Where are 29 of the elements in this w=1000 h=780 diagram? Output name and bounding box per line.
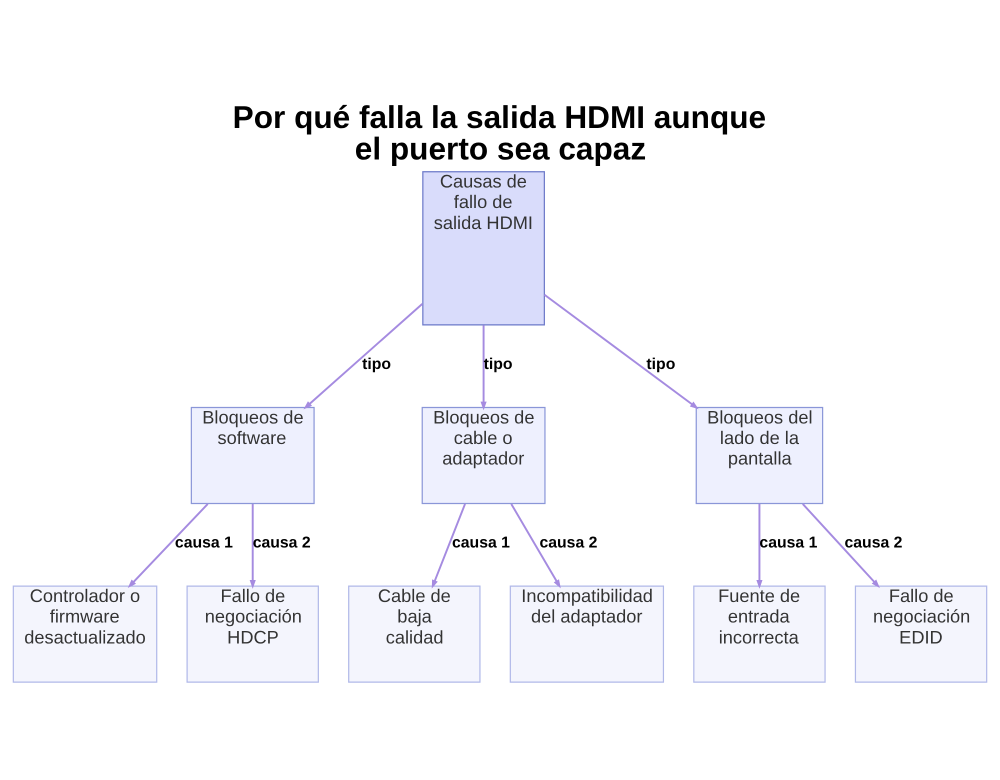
arrow	[802, 502, 880, 588]
node-box: Fuente de entrada incorrecta	[693, 585, 826, 682]
arrow	[250, 503, 256, 588]
node-box: Bloqueos del lado de la pantalla	[696, 406, 824, 504]
edge-label: causa 1	[759, 534, 818, 552]
node-box: Bloqueos de cable o adaptador	[422, 406, 546, 504]
arrow	[432, 503, 466, 588]
node-box: Causas de fallo de salida HDMI	[422, 170, 545, 325]
edge-label: causa 1	[174, 534, 233, 552]
edge-label: tipo	[484, 356, 513, 373]
edge-label: tipo	[646, 356, 676, 373]
arrow	[756, 503, 763, 588]
edge-label: causa 2	[252, 534, 311, 552]
node-box: Incompatibilidad del adaptador	[510, 585, 664, 682]
node-box: Fallo de negociación EDID	[854, 585, 988, 682]
arrow	[510, 502, 561, 588]
diagram-title: Por qué falla la salida HDMI aunque el puerto sea capaz	[232, 98, 766, 166]
edge-label: causa 2	[539, 534, 598, 552]
edge-label: causa 2	[844, 534, 902, 552]
edge-label: causa 1	[452, 534, 510, 552]
node-box: Fallo de negociación HDCP	[186, 585, 319, 682]
node-box: Bloqueos de software	[190, 406, 315, 504]
arrow	[303, 302, 423, 409]
node-box: Controlador o firmware desactualizado	[12, 585, 158, 682]
arrow	[480, 324, 487, 410]
node-box: Cable de baja calidad	[348, 585, 481, 682]
edge-label: tipo	[362, 356, 391, 373]
arrow	[128, 502, 208, 588]
arrow	[544, 293, 699, 409]
